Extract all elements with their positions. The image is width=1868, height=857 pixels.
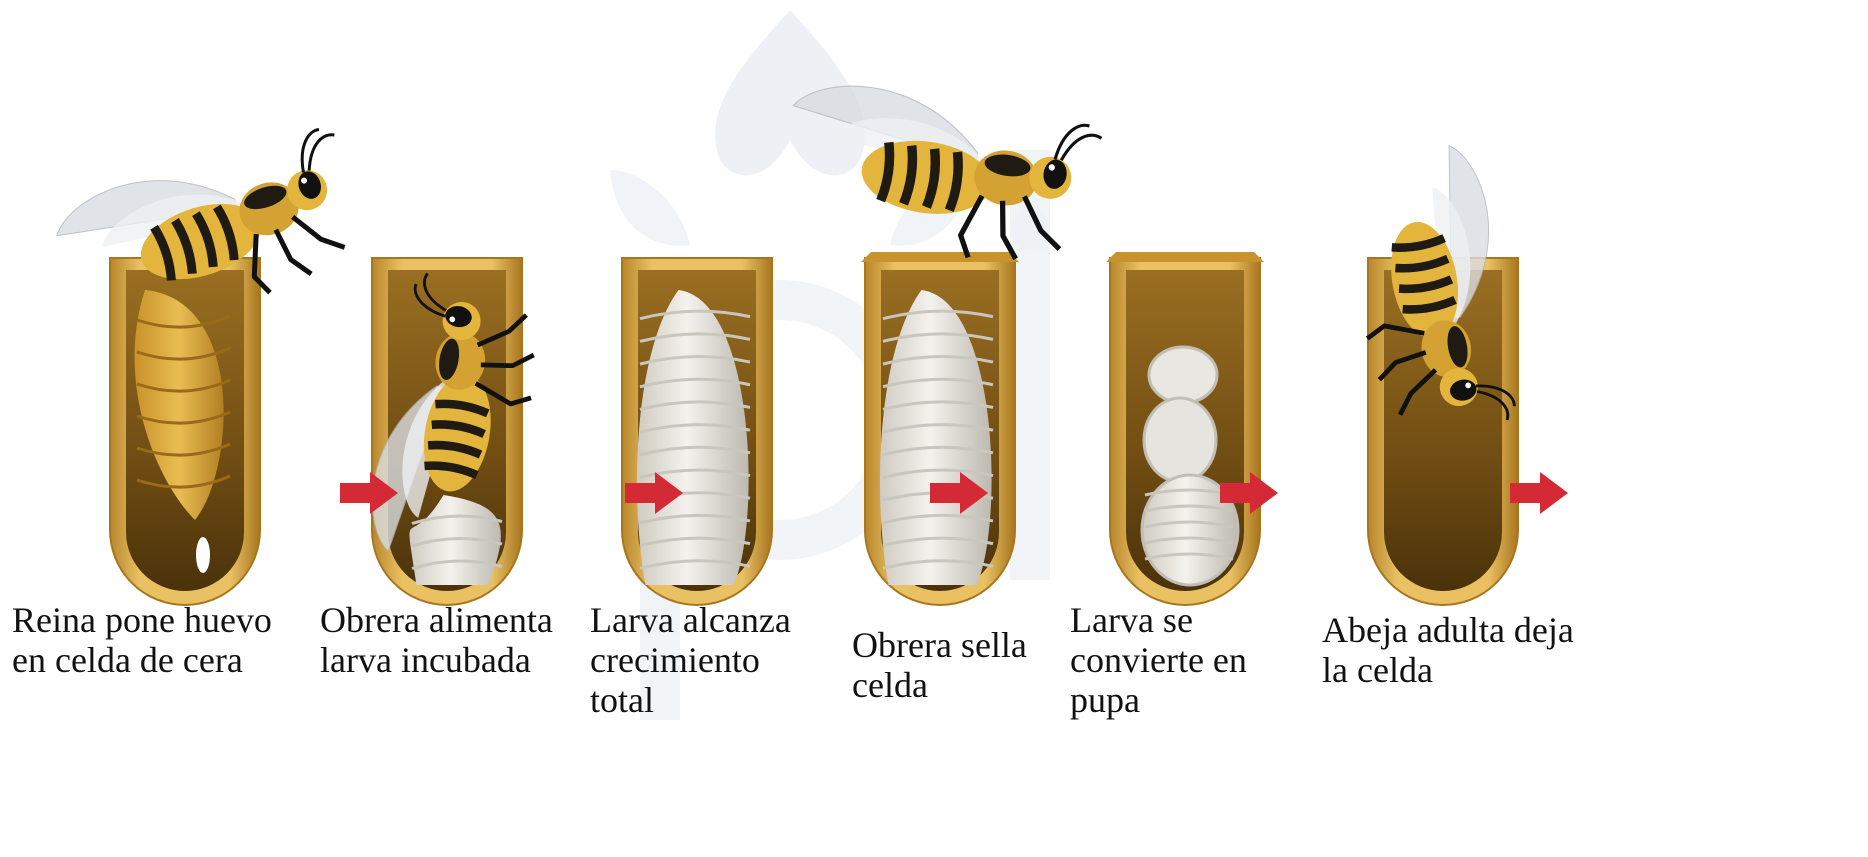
wax-cap	[1106, 252, 1264, 262]
stage-caption-3: Larva alcanza crecimiento total	[590, 600, 810, 720]
stage-caption-2: Obrera alimenta larva incubada	[320, 600, 580, 680]
stage-caption-5: Larva se convierte en pupa	[1070, 600, 1290, 720]
stage-3	[622, 258, 772, 605]
egg	[196, 537, 210, 573]
stage-caption-4: Obrera sella celda	[852, 625, 1042, 705]
stage-6	[1337, 141, 1524, 605]
stage-caption-6: Abeja adulta deja la celda	[1322, 610, 1582, 690]
stage-2	[363, 258, 550, 605]
stage-1	[48, 118, 374, 605]
capping-worker-bee	[776, 77, 1104, 273]
wax-cap	[861, 252, 1019, 262]
stage-5	[1106, 252, 1264, 605]
stage-caption-1: Reina pone huevo en celda de cera	[12, 600, 312, 680]
